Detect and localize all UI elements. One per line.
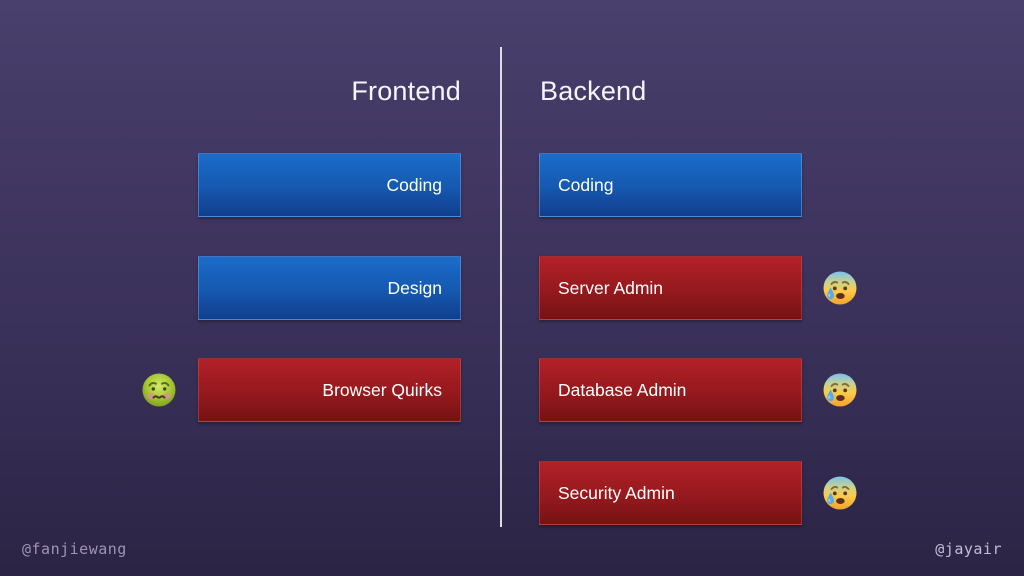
author-handle-left: @fanjiewang <box>22 540 127 558</box>
anxious-face-sweat-emoji <box>822 372 858 408</box>
backend-box-security-admin: Security Admin <box>539 461 802 525</box>
anxious-face-sweat-emoji <box>822 270 858 306</box>
backend-box-server-admin: Server Admin <box>539 256 802 320</box>
anxious-face-sweat-emoji <box>822 475 858 511</box>
frontend-box-design: Design <box>198 256 461 320</box>
backend-column-title: Backend <box>540 76 647 106</box>
frontend-box-coding: Coding <box>198 153 461 217</box>
backend-box-database-admin: Database Admin <box>539 358 802 422</box>
frontend-column-title: Frontend <box>351 76 461 106</box>
frontend-box-browser-quirks: Browser Quirks <box>198 358 461 422</box>
author-handle-right: @jayair <box>935 540 1002 558</box>
column-divider <box>500 47 502 527</box>
nauseated-face-emoji <box>141 372 177 408</box>
backend-box-coding: Coding <box>539 153 802 217</box>
